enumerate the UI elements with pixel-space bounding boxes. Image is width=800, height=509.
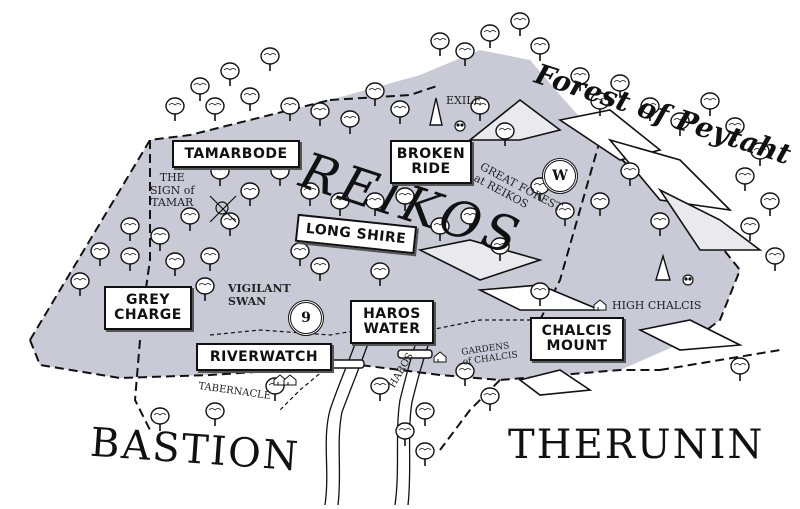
place-tamarbode[interactable]: TAMARBODE (172, 140, 300, 168)
hooded-figure-icons (429, 97, 671, 281)
place-grey-charge[interactable]: GREY CHARGE (104, 286, 192, 330)
label-vigilant-swan: VIGILANT SWAN (228, 282, 291, 309)
place-haros-water[interactable]: HAROS WATER (350, 300, 434, 344)
label-exile: EXILE (446, 94, 482, 107)
region-therunin: THERUNIN (508, 422, 765, 468)
label-sign-of-tamar: THE SIGN of TAMAR (150, 171, 195, 210)
great-forest-emblem: W (542, 158, 578, 194)
place-riverwatch[interactable]: RIVERWATCH (196, 343, 332, 371)
skull-icons (454, 120, 694, 286)
place-broken-ride[interactable]: BROKEN RIDE (390, 140, 472, 184)
sign-of-tamar-icon (209, 195, 237, 223)
vigilant-swan-emblem: 9 (288, 300, 324, 336)
place-chalcis-mount[interactable]: CHALCIS MOUNT (530, 317, 624, 361)
label-high-chalcis: HIGH CHALCIS (612, 299, 702, 312)
